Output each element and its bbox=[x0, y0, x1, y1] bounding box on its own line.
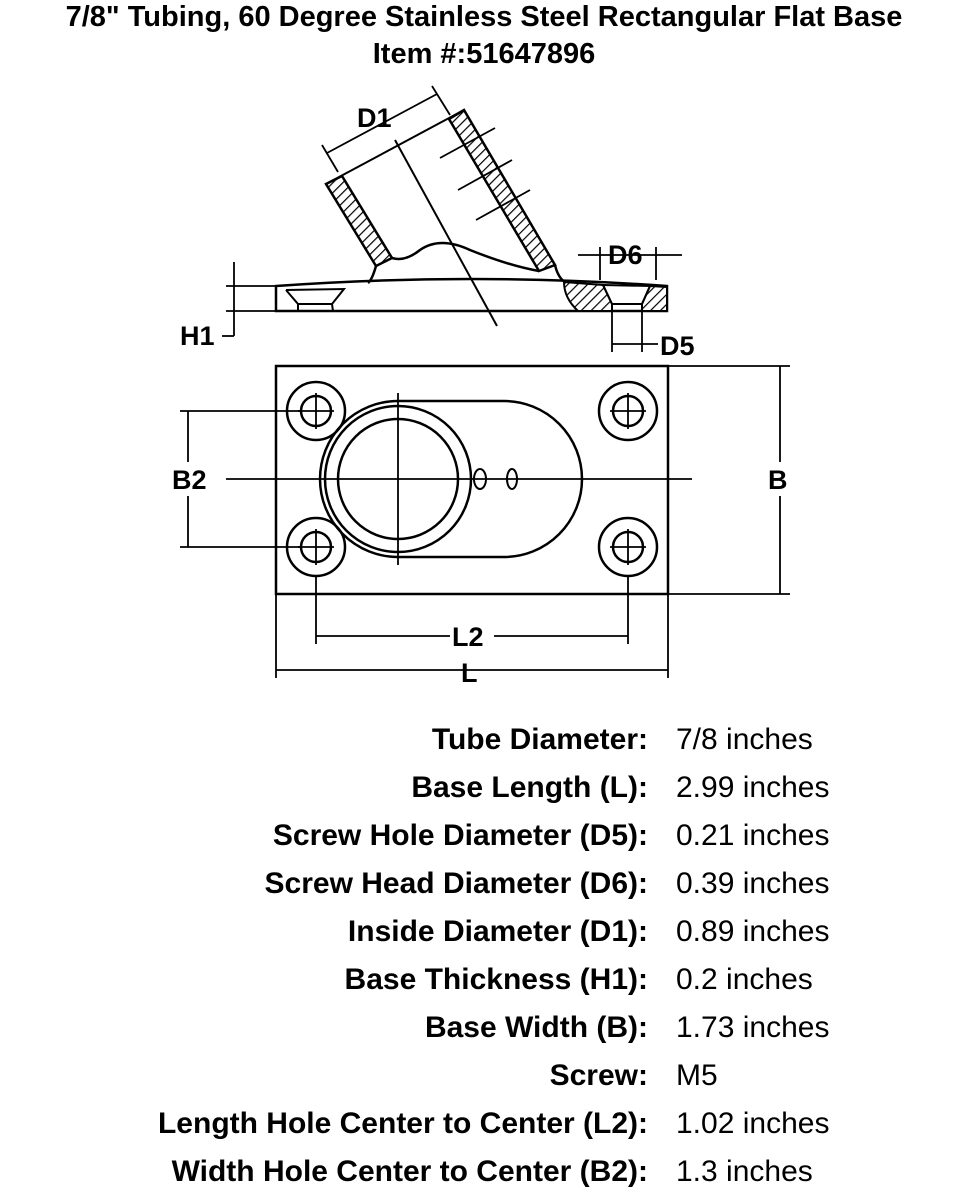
wall-tick-3 bbox=[475, 189, 531, 221]
spec-value: 0.2 inches bbox=[676, 963, 813, 996]
right-countersink bbox=[601, 283, 652, 311]
wall-tick-2 bbox=[457, 159, 513, 191]
spec-row: Base Length (L): 2.99 inches bbox=[0, 764, 968, 812]
spec-value: 1.3 inches bbox=[676, 1155, 813, 1188]
tube-footprint bbox=[318, 399, 584, 559]
top-view bbox=[180, 364, 790, 678]
spec-label: Base Width (B): bbox=[424, 1011, 648, 1044]
spec-label: Tube Diameter: bbox=[431, 723, 648, 756]
spec-row: Tube Diameter: 7/8 inches bbox=[0, 716, 968, 764]
spec-label: Length Hole Center to Center (L2): bbox=[157, 1107, 648, 1140]
item-number-value: 51647896 bbox=[466, 38, 596, 70]
label-h1: H1 bbox=[180, 321, 215, 351]
spec-label: Width Hole Center to Center (B2): bbox=[171, 1155, 648, 1188]
spec-row: Base Width (B): 1.73 inches bbox=[0, 1004, 968, 1052]
spec-row: Screw Hole Diameter (D5): 0.21 inches bbox=[0, 812, 968, 860]
spec-value: 7/8 inches bbox=[676, 723, 813, 756]
wall-tick-1 bbox=[439, 127, 496, 159]
spec-value: M5 bbox=[676, 1059, 718, 1092]
spec-value: 0.89 inches bbox=[676, 915, 830, 948]
spec-value: 1.73 inches bbox=[676, 1011, 830, 1044]
spec-row: Length Hole Center to Center (L2): 1.02 … bbox=[0, 1100, 968, 1148]
spec-row: Screw Head Diameter (D6): 0.39 inches bbox=[0, 860, 968, 908]
label-b: B bbox=[768, 465, 788, 495]
technical-drawing: D1 D6 D5 H1 B2 B L2 L bbox=[172, 85, 790, 688]
label-d5: D5 bbox=[660, 331, 695, 361]
label-d1: D1 bbox=[357, 103, 392, 133]
d1-extension-left bbox=[321, 144, 339, 173]
spec-label: Base Length (L): bbox=[411, 771, 648, 804]
screw-hole-top-right bbox=[597, 380, 659, 442]
product-title: 7/8" Tubing, 60 Degree Stainless Steel R… bbox=[65, 1, 903, 33]
spec-row: Screw: M5 bbox=[0, 1052, 968, 1100]
side-view bbox=[222, 85, 682, 352]
spec-value: 0.39 inches bbox=[676, 867, 830, 900]
spec-label: Base Thickness (H1): bbox=[344, 963, 648, 996]
spec-label: Inside Diameter (D1): bbox=[347, 915, 648, 948]
spec-label: Screw Hole Diameter (D5): bbox=[272, 819, 648, 852]
d1-extension-right bbox=[431, 85, 451, 116]
spec-value: 0.21 inches bbox=[676, 819, 830, 852]
spec-label: Screw: bbox=[549, 1059, 648, 1092]
label-l2: L2 bbox=[452, 622, 484, 652]
spec-value: 2.99 inches bbox=[676, 771, 830, 804]
item-number-label: Item #: bbox=[372, 38, 467, 70]
tube-axis bbox=[394, 139, 498, 327]
item-number-line: Item #:51647896 bbox=[0, 37, 968, 71]
spec-row: Inside Diameter (D1): 0.89 inches bbox=[0, 908, 968, 956]
label-d6: D6 bbox=[608, 240, 643, 270]
spec-row: Base Thickness (H1): 0.2 inches bbox=[0, 956, 968, 1004]
label-l: L bbox=[461, 658, 478, 688]
tube-inner-floor bbox=[367, 241, 567, 285]
tube-left-wall bbox=[324, 174, 394, 268]
spec-label: Screw Head Diameter (D6): bbox=[264, 867, 648, 900]
label-b2: B2 bbox=[172, 465, 207, 495]
spec-value: 1.02 inches bbox=[676, 1107, 830, 1140]
d1-dimension-line bbox=[326, 93, 438, 154]
tube-top-edge bbox=[325, 109, 465, 185]
spec-row: Width Hole Center to Center (B2): 1.3 in… bbox=[0, 1148, 968, 1196]
left-countersink bbox=[285, 287, 347, 312]
